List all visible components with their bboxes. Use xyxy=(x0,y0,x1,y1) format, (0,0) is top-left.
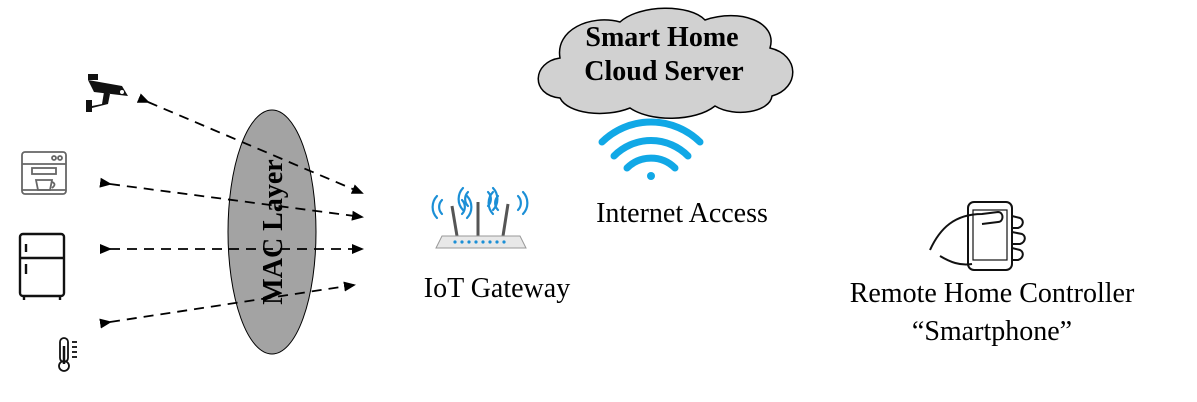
cloud-label-line1: Smart Home xyxy=(585,22,738,53)
cloud-server-shape xyxy=(537,7,794,119)
connection-arrows xyxy=(99,93,364,329)
mac-layer-label: MAC Layer xyxy=(258,159,289,304)
thermometer-icon xyxy=(58,337,77,372)
cloud-label-line2: Cloud Server xyxy=(584,56,743,87)
remote-controller-label-line1: Remote Home Controller xyxy=(850,278,1135,309)
arrow-coffee xyxy=(99,177,364,221)
remote-controller-label-line2: “Smartphone” xyxy=(912,316,1072,347)
smartphone-hand-icon xyxy=(929,201,1026,271)
coffee-machine-icon xyxy=(21,151,67,195)
security-camera-icon xyxy=(86,74,128,112)
refrigerator-icon xyxy=(18,232,66,300)
arrow-thermometer xyxy=(99,281,356,329)
internet-access-label: Internet Access xyxy=(596,198,768,229)
wifi-icon xyxy=(598,118,704,180)
iot-gateway-label: IoT Gateway xyxy=(424,273,570,304)
router-icon xyxy=(431,186,529,249)
